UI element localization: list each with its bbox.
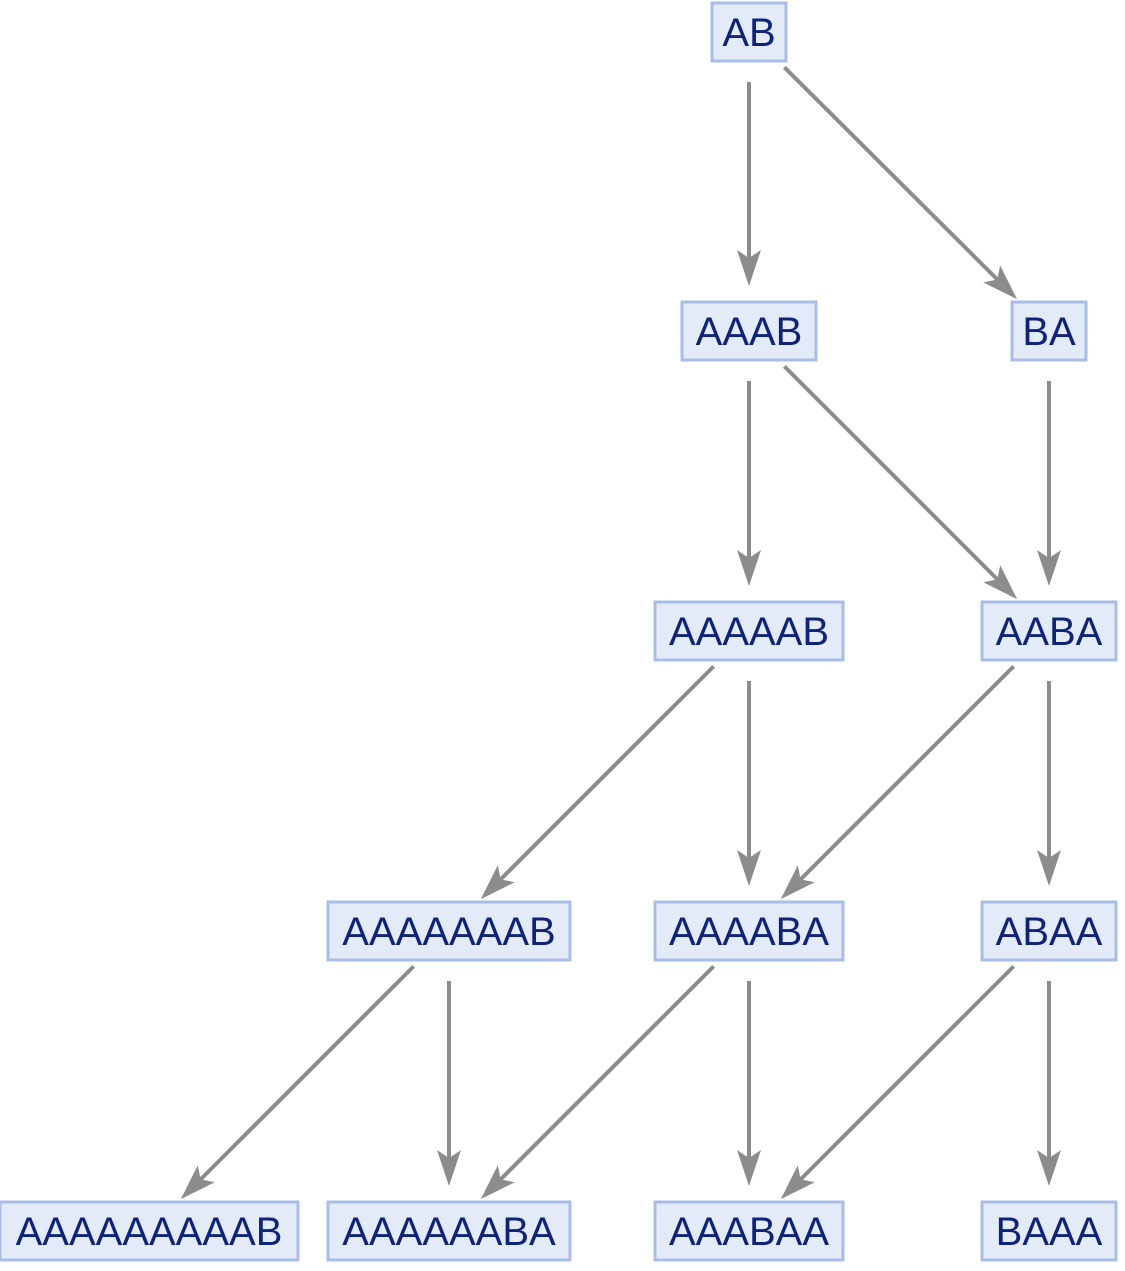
node-aaaaba: AAAABA [653,900,845,962]
node-label: BA [1022,310,1076,354]
arrowhead-icon [737,550,761,586]
node-box [653,600,845,662]
arrowhead-icon [480,865,515,900]
node-aaab: AAAB [680,300,818,362]
edge-aaab-to-aaaaab [737,381,761,586]
arrowhead-icon [737,1150,761,1186]
node-box [980,600,1118,662]
node-baaa: BAAA [980,1200,1118,1262]
edge-line [199,964,416,1181]
node-label: AAAAAAAB [342,910,555,954]
node-label: AAAAAB [669,610,829,654]
node-aaaaaaaaab: AAAAAAAAAB [0,1200,300,1262]
node-aaaaaaab: AAAAAAAB [326,900,572,962]
arrowhead-icon [437,1150,461,1186]
edge-aaaaab-to-aaaaba [737,681,761,886]
arrowhead-icon [983,565,1018,600]
edges-layer [180,65,1061,1200]
edge-abaa-to-baaa [1037,981,1061,1186]
edge-ba-to-aaba [1037,381,1061,586]
edge-aaba-to-abaa [1037,681,1061,886]
node-aaba: AABA [980,600,1118,662]
node-label: AAAB [696,310,803,354]
node-box [980,1200,1118,1262]
edge-aaaaba-to-aaaaaaba [480,964,716,1200]
node-label: ABAA [996,910,1103,954]
node-box [680,300,818,362]
node-ba: BA [1010,300,1088,362]
node-box [653,900,845,962]
edge-aaba-to-aaaaba [780,664,1016,900]
arrowhead-icon [1037,850,1061,886]
edge-aaaaaaab-to-aaaaaaba [437,981,461,1186]
edge-line [799,964,1016,1181]
edge-line [782,364,999,581]
node-box [653,1200,845,1262]
edge-aaab-to-aaba [782,364,1018,600]
arrowhead-icon [1037,1150,1061,1186]
node-label: AAABAA [669,1210,829,1254]
node-abaa: ABAA [980,900,1118,962]
edge-ab-to-aaab [737,82,761,286]
arrowhead-icon [480,1165,515,1200]
edge-line [499,664,716,881]
node-box [0,1200,300,1262]
arrowhead-icon [180,1165,215,1200]
node-label: BAAA [996,1210,1103,1254]
edge-line [783,65,999,281]
edge-aaaaab-to-aaaaaaab [480,664,716,900]
arrowhead-icon [983,265,1018,300]
node-label: AAAABA [669,910,829,954]
node-box [710,1,788,63]
node-box [980,900,1118,962]
node-label: AABA [996,610,1103,654]
edge-line [799,664,1016,881]
node-box [326,1200,572,1262]
edge-line [499,964,716,1181]
node-box [326,900,572,962]
node-box [1010,300,1088,362]
edge-abaa-to-aaabaa [780,964,1016,1200]
node-aaaaaaba: AAAAAABA [326,1200,572,1262]
node-aaaaab: AAAAAB [653,600,845,662]
node-ab: AB [710,1,788,63]
node-label: AAAAAABA [342,1210,556,1254]
node-aaabaa: AAABAA [653,1200,845,1262]
edge-aaaaaaab-to-aaaaaaaaab [180,964,416,1200]
arrowhead-icon [737,250,761,286]
node-label: AB [722,11,775,55]
edge-aaaaba-to-aaabaa [737,981,761,1186]
arrowhead-icon [780,1165,815,1200]
arrowhead-icon [780,865,815,900]
arrowhead-icon [737,850,761,886]
edge-ab-to-ba [783,65,1018,300]
node-label: AAAAAAAAAB [16,1210,283,1254]
arrowhead-icon [1037,550,1061,586]
